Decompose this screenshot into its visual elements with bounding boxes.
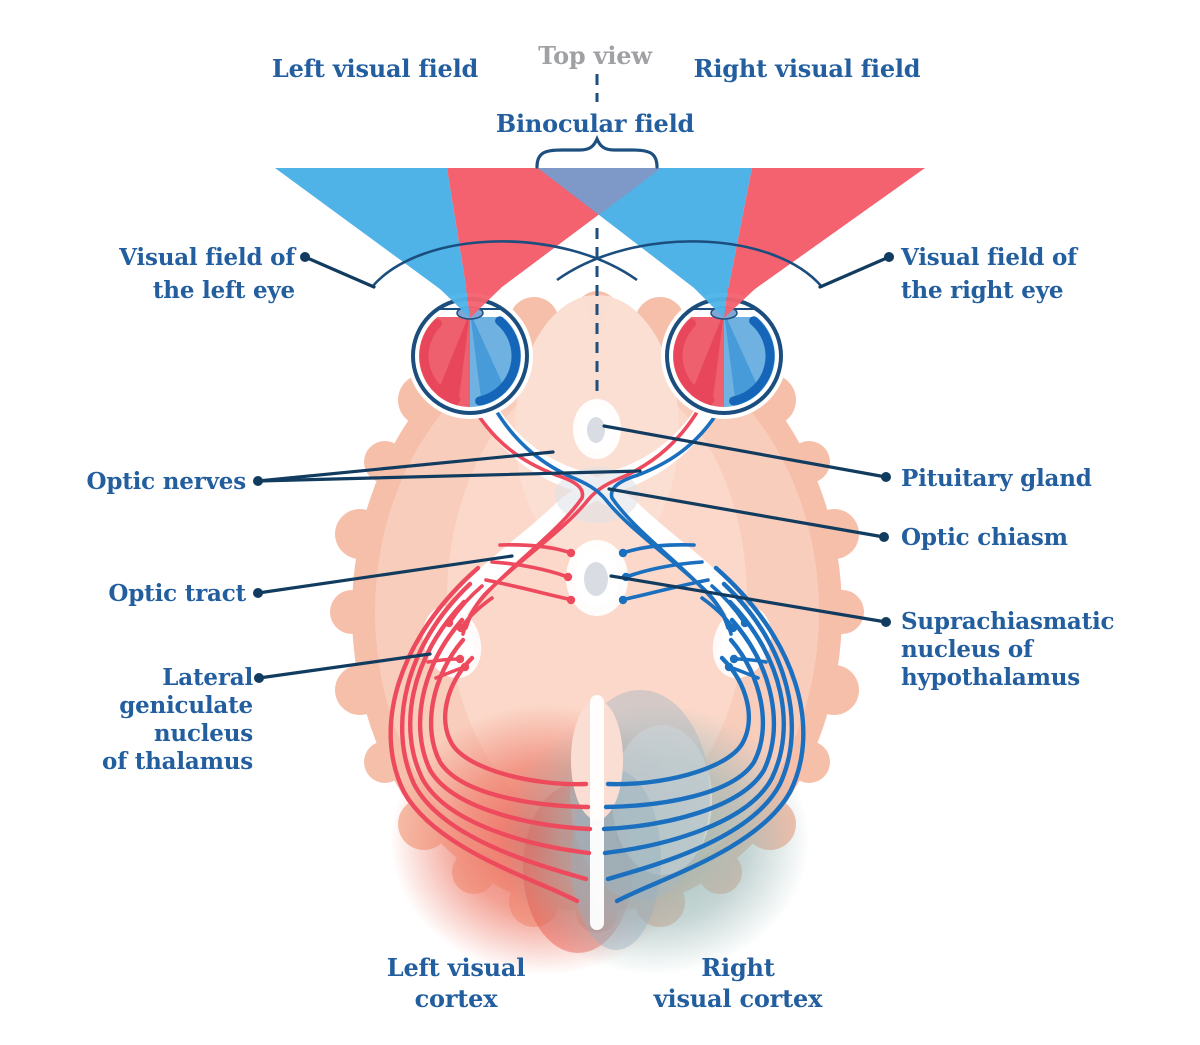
binocular-brace bbox=[535, 134, 659, 169]
left-field-arc bbox=[371, 240, 638, 288]
right-cone-red bbox=[724, 168, 925, 311]
field-arcs bbox=[371, 240, 823, 288]
left-eye-cone-tip-red bbox=[466, 288, 501, 318]
right-eye-cone-tip-red bbox=[724, 288, 756, 318]
longitudinal-fissure-top bbox=[584, 296, 610, 348]
right-eye bbox=[661, 288, 787, 419]
label-visual-field-left-eye: Visual field of the left eye bbox=[119, 244, 295, 304]
label-top-view: Top view bbox=[538, 41, 652, 70]
label-suprachiasmatic: Suprachiasmatic nucleus of hypothalamus bbox=[901, 608, 1115, 691]
left-eye-cone-tip-blue bbox=[439, 288, 470, 318]
right-eye-red-retina bbox=[673, 319, 715, 405]
occipital-lobes bbox=[390, 690, 810, 975]
blue-fiber-cross bbox=[489, 400, 730, 630]
red-fiber-cross bbox=[464, 400, 705, 630]
label-binocular-field: Binocular field bbox=[495, 109, 695, 138]
scn-core bbox=[584, 562, 608, 596]
label-lateral-geniculate: Lateral geniculate nucleus of thalamus bbox=[102, 664, 253, 775]
optic-radiations-right bbox=[601, 565, 806, 904]
right-eye-cone-tip-blue bbox=[694, 288, 728, 318]
pituitary-core bbox=[587, 417, 605, 443]
label-visual-field-right-eye: Visual field of the right eye bbox=[901, 244, 1077, 304]
label-left-visual-field: Left visual field bbox=[271, 54, 479, 83]
label-right-visual-field: Right visual field bbox=[693, 54, 921, 83]
longitudinal-fissure-bottom bbox=[590, 695, 604, 930]
right-eye-blue-retina bbox=[729, 316, 775, 406]
binocular-overlap bbox=[538, 168, 661, 215]
label-optic-tract: Optic tract bbox=[108, 580, 246, 607]
label-optic-chiasm: Optic chiasm bbox=[901, 524, 1068, 551]
left-eye-red-retina bbox=[419, 319, 461, 405]
right-field-arc bbox=[556, 240, 823, 288]
label-optic-nerves: Optic nerves bbox=[86, 468, 246, 495]
fiber-dot-tips bbox=[444, 548, 750, 672]
label-right-visual-cortex: Right visual cortex bbox=[653, 953, 823, 1013]
left-eye-blue-retina bbox=[475, 316, 521, 406]
leader-lines bbox=[256, 255, 891, 680]
left-eye bbox=[407, 288, 533, 419]
label-pituitary-gland: Pituitary gland bbox=[901, 465, 1092, 492]
leader-dots bbox=[253, 252, 894, 683]
visual-field-cones bbox=[275, 168, 925, 311]
left-cone-blue bbox=[275, 168, 470, 311]
label-left-visual-cortex: Left visual cortex bbox=[386, 953, 526, 1013]
chiasm-shading bbox=[555, 467, 639, 523]
optic-nerve-fibers bbox=[461, 398, 733, 636]
